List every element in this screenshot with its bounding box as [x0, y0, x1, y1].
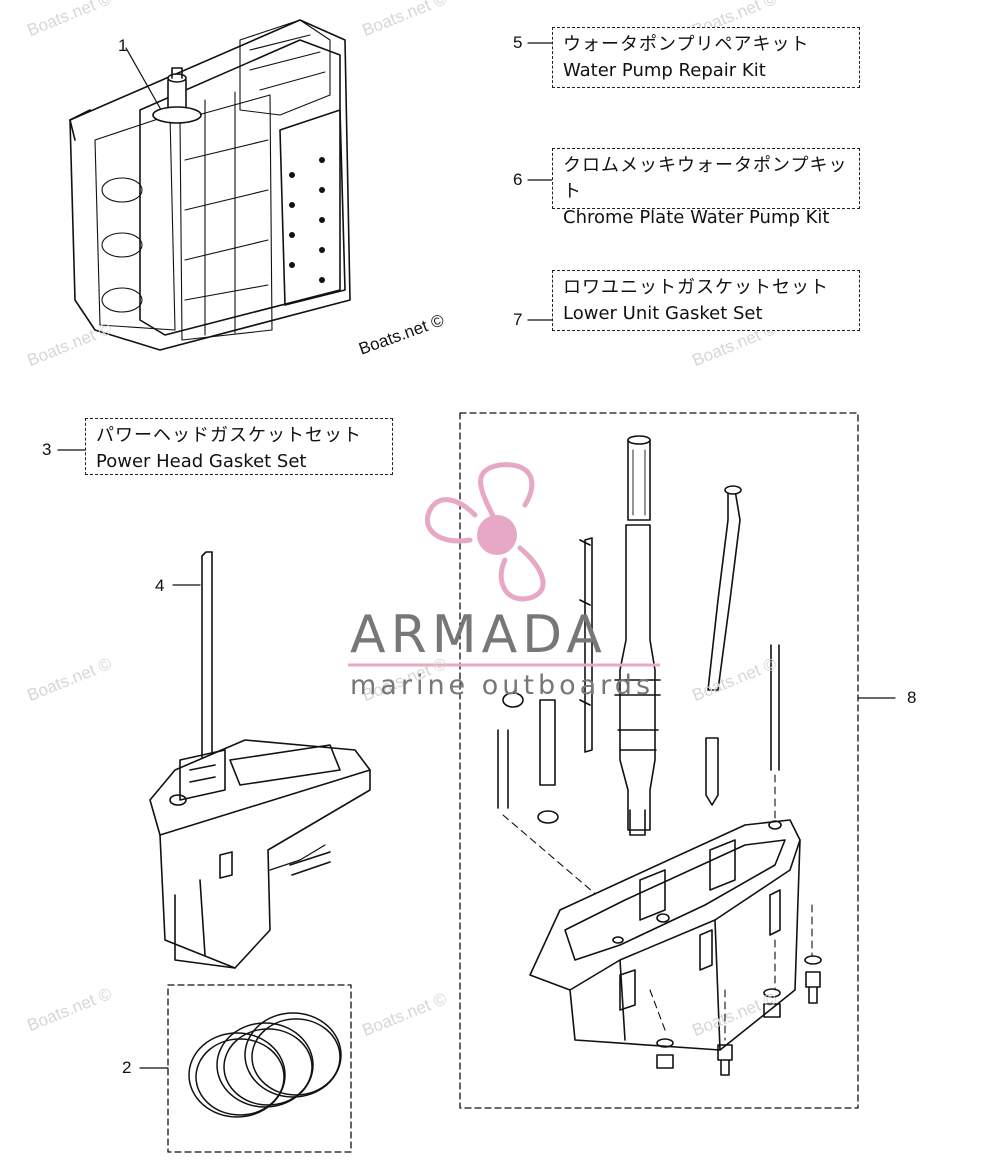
callout-label-jp: クロムメッキウォータポンプキット: [563, 155, 848, 202]
callout-label-jp: パワーヘッドガスケットセット: [96, 425, 362, 446]
callout-label-jp: ウォータポンプリペアキット: [563, 34, 810, 55]
callout-box-water-pump-repair-kit: ウォータポンプリペアキット Water Pump Repair Kit: [552, 27, 860, 88]
brand-name: ARMADA: [350, 605, 607, 665]
callout-number: 3: [42, 440, 52, 459]
callout-number: 7: [513, 310, 523, 329]
rings-drawing: [139, 984, 352, 1153]
callout-number: 2: [122, 1058, 132, 1077]
callout-number: 5: [513, 33, 523, 52]
callout-number: 1: [118, 36, 128, 55]
callout-number: 4: [155, 576, 165, 595]
callout-box-power-head-gasket-set: パワーヘッドガスケットセット Power Head Gasket Set: [85, 418, 393, 475]
callout-label-en: Power Head Gasket Set: [96, 451, 307, 472]
callout-label-en: Lower Unit Gasket Set: [563, 303, 763, 324]
callout-box-lower-unit-gasket-set: ロワユニットガスケットセット Lower Unit Gasket Set: [552, 270, 860, 331]
callout-label-jp: ロワユニットガスケットセット: [563, 277, 829, 298]
lower-unit-drawing: [149, 551, 371, 969]
callout-leaders: [57, 42, 553, 451]
power-head-drawing: [69, 19, 351, 351]
callout-number: 8: [907, 688, 917, 707]
callout-number: 6: [513, 170, 523, 189]
callout-label-en: Chrome Plate Water Pump Kit: [563, 207, 830, 228]
callout-label-en: Water Pump Repair Kit: [563, 60, 766, 81]
propeller-logo-icon: [425, 462, 546, 602]
brand-tagline: marine outboards: [350, 670, 655, 701]
kit-drawing: [459, 412, 896, 1109]
callout-box-chrome-plate-water-pump-kit: クロムメッキウォータポンプキット Chrome Plate Water Pump…: [552, 148, 860, 228]
